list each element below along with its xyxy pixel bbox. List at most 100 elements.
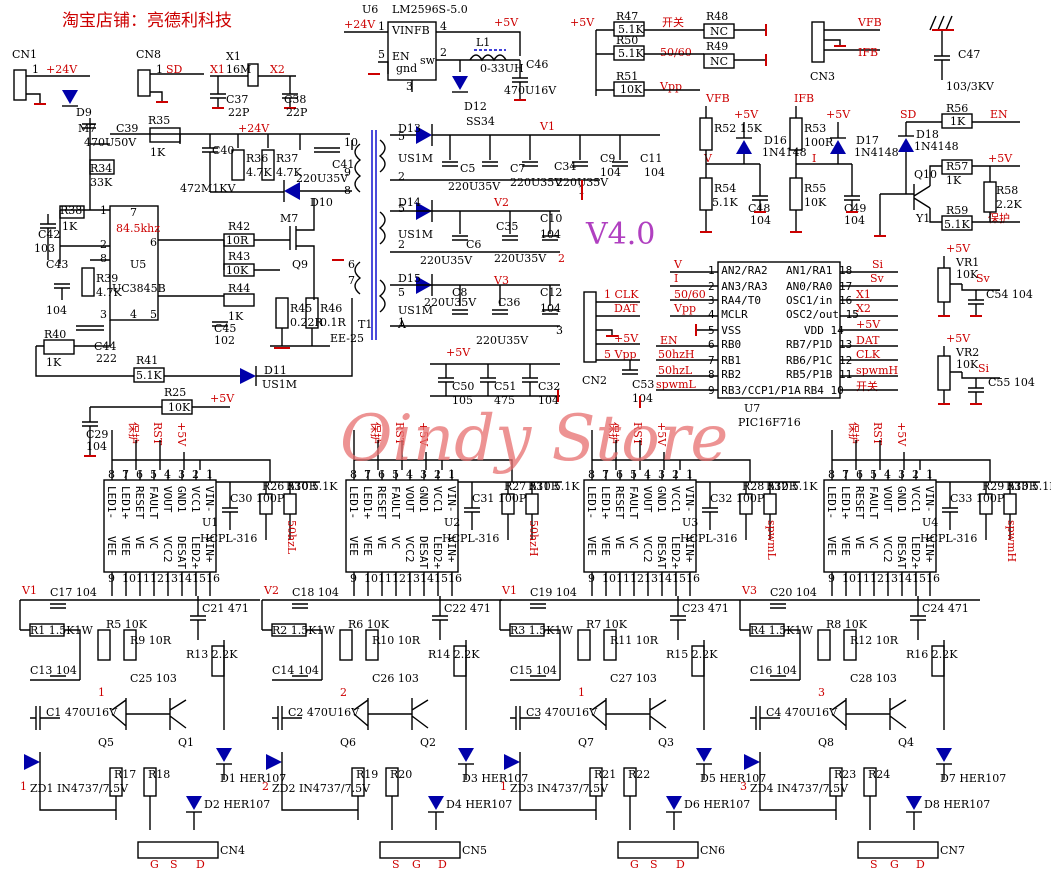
hcpl-pin-name: VC <box>627 536 640 549</box>
svg-text:X1: X1 <box>210 63 225 76</box>
resistor-label: R11 10R <box>610 634 659 647</box>
mcu-right-pins: AN1/RA1 18 AN0/RA0 17 OSC1/in 16 OSC2/ou… <box>786 264 859 397</box>
resistor-label: R30 5.1K <box>286 480 338 493</box>
rail-label: V2 <box>263 584 279 597</box>
mcu-u7: U7 PIC16F716 1 AN2/RA2 2 AN3/RA3 3 RA4/T… <box>656 258 898 429</box>
svg-text:5 Vpp: 5 Vpp <box>604 348 637 361</box>
hcpl-pin-name: GND1 <box>895 486 908 513</box>
svg-text:2: 2 <box>558 252 565 265</box>
svg-text:5: 5 <box>378 48 385 61</box>
transistor-label: Q8 <box>818 736 834 749</box>
hcpl-pin-number: 13 <box>644 572 658 585</box>
svg-text:R45: R45 <box>290 302 312 315</box>
cap-label: C28 103 <box>850 672 897 685</box>
svg-text:US1M: US1M <box>398 228 433 241</box>
diode-label: D8 HER107 <box>924 798 990 811</box>
hcpl-pin-name: VCC1 <box>909 486 922 513</box>
hcpl-pin-name: RESET <box>853 486 866 519</box>
svg-text:C10: C10 <box>540 212 562 225</box>
svg-text:U7: U7 <box>744 402 760 415</box>
svg-text:220U35V: 220U35V <box>510 176 563 189</box>
hcpl-pin-name: VEE <box>825 536 838 556</box>
svg-text:CLK: CLK <box>856 348 881 361</box>
svg-text:V: V <box>703 152 713 165</box>
hcpl-pin-name: LED1- <box>347 486 360 519</box>
transistor-label: Q1 <box>178 736 194 749</box>
svg-text:D9: D9 <box>76 106 92 119</box>
svg-text:NC: NC <box>710 25 728 38</box>
svg-text:8: 8 <box>344 184 351 197</box>
signal-label: spwmL <box>765 520 778 561</box>
hcpl-pin-name: DESAT <box>417 536 430 569</box>
diode-label: D7 HER107 <box>940 772 1006 785</box>
resistor-label: R27 510R <box>504 480 560 493</box>
svg-text:4.7K: 4.7K <box>246 166 272 179</box>
svg-text:50/60: 50/60 <box>660 46 692 59</box>
svg-text:VIN: VIN <box>391 24 414 37</box>
svg-text:50/60: 50/60 <box>674 288 706 301</box>
svg-text:R56: R56 <box>946 102 968 115</box>
svg-text:VDD 14: VDD 14 <box>804 324 844 337</box>
resistor-label: R8 10K <box>826 618 868 631</box>
svg-text:5.1K: 5.1K <box>618 47 644 60</box>
hcpl-pin-number: 16 <box>206 572 220 585</box>
hcpl-pin-number: 14 <box>420 572 434 585</box>
resistor-label: R14 2.2K <box>428 648 480 661</box>
hcpl-pin-name: LED2+ <box>909 536 922 569</box>
hcpl-pin-name: VIN+ <box>445 536 458 563</box>
svg-text:X2: X2 <box>856 302 871 315</box>
diode-label: D1 HER107 <box>220 772 286 785</box>
hcpl-pin-number: 13 <box>406 572 420 585</box>
zener-label: ZD3 IN4737/7.5V <box>510 782 609 795</box>
svg-text:X2: X2 <box>270 63 285 76</box>
hcpl-pin-name: VCC2 <box>881 536 894 563</box>
cap-label: C27 103 <box>610 672 657 685</box>
svg-text:5: 5 <box>398 130 405 143</box>
svg-text:100R: 100R <box>804 136 834 149</box>
svg-text:C29: C29 <box>86 428 108 441</box>
hcpl-pin-number: 15 <box>434 572 448 585</box>
svg-text:UC3845B: UC3845B <box>112 282 166 295</box>
svg-text:220U35V: 220U35V <box>420 254 473 267</box>
hcpl-pin-number: 13 <box>884 572 898 585</box>
svg-text:I: I <box>674 272 678 285</box>
svg-text:2.2K: 2.2K <box>996 198 1022 211</box>
hcpl-part: HCPL-316 <box>442 532 499 545</box>
hcpl-pin-name: VEE <box>347 536 360 556</box>
hcpl-pin-name: GND1 <box>655 486 668 513</box>
hcpl-pin-name: LED1+ <box>839 486 852 519</box>
svg-text:1K: 1K <box>946 174 962 187</box>
svg-text:C40: C40 <box>212 144 234 157</box>
svg-text:50hzL: 50hzL <box>658 364 693 377</box>
rail-label: V3 <box>741 584 757 597</box>
svg-text:22P: 22P <box>228 106 250 119</box>
svg-text:103/3KV: 103/3KV <box>946 80 995 93</box>
svg-text:R52 15K: R52 15K <box>714 122 763 135</box>
cap-label: C33 100P <box>950 492 1005 505</box>
net-label: 保护 <box>127 422 141 444</box>
svg-text:VR2: VR2 <box>955 346 979 359</box>
svg-text:2: 2 <box>440 46 447 59</box>
svg-text:U5: U5 <box>130 258 146 271</box>
resistor-label: R21 <box>594 768 616 781</box>
hcpl-pin-name: VCC2 <box>161 536 174 563</box>
hcpl-pin-name: LED1- <box>105 486 118 519</box>
svg-text:104: 104 <box>538 394 559 407</box>
hcpl-pin-number: 12 <box>870 572 884 585</box>
hcpl-pin-number: 16 <box>686 572 700 585</box>
signal-label: 50hzH <box>527 520 540 556</box>
transistor-label: Q7 <box>578 736 594 749</box>
svg-text:+5V: +5V <box>856 318 881 331</box>
svg-text:8: 8 <box>100 252 107 265</box>
svg-text:+5V: +5V <box>734 108 759 121</box>
svg-text:6 RB0: 6 RB0 <box>708 338 741 351</box>
svg-text:1K: 1K <box>950 115 966 128</box>
